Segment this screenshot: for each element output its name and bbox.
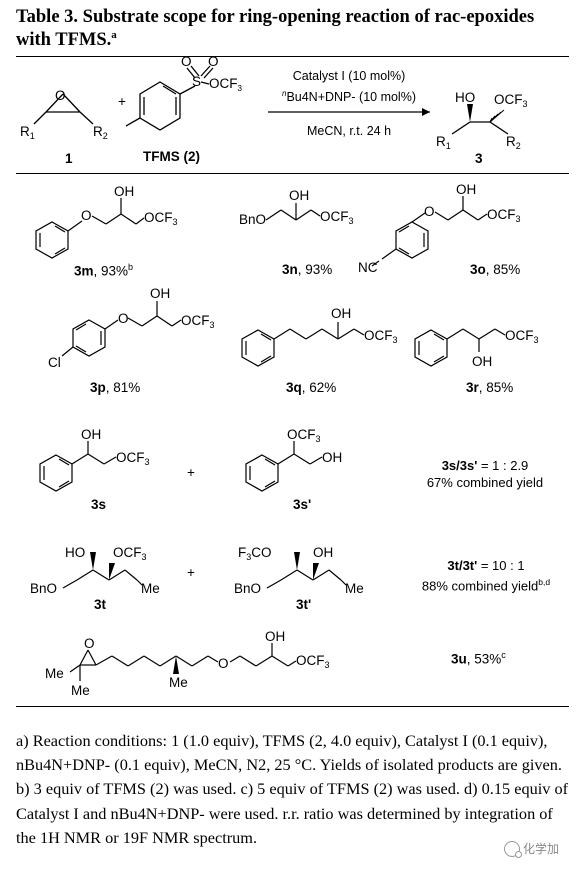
svg-text:F3CO: F3CO [238, 545, 272, 562]
svg-text:NC: NC [358, 260, 378, 275]
svg-text:OCF3: OCF3 [113, 545, 147, 562]
svg-text:BnO: BnO [239, 212, 266, 227]
ratio-3s: 3s/3s' = 1 : 2.9 67% combined yield [426, 458, 544, 490]
svg-text:OCF3: OCF3 [494, 92, 528, 109]
bottom-rule [16, 706, 569, 707]
svg-text:OCF3: OCF3 [181, 313, 215, 330]
entry-3s-prime: 3s' [293, 497, 312, 512]
top-rule [16, 56, 569, 57]
svg-text:OCF3: OCF3 [364, 328, 398, 345]
entry-3p: 3p, 81% [90, 380, 141, 395]
svg-text:OH: OH [265, 629, 285, 644]
svg-text:O: O [118, 311, 129, 326]
svg-text:S: S [192, 74, 201, 89]
table-footnotes: a) Reaction conditions: 1 (1.0 equiv), T… [16, 729, 576, 850]
footnote-a: a) Reaction conditions: 1 (1.0 equiv), T… [16, 731, 562, 775]
svg-text:+: + [187, 565, 195, 580]
svg-text:O: O [84, 636, 95, 651]
entry-3q: 3q, 62% [286, 380, 337, 395]
footnote-d: d) 0.15 equiv of Catalyst I and nBu4N+DN… [16, 779, 569, 847]
svg-text:Me: Me [345, 581, 364, 596]
svg-text:Cl: Cl [48, 355, 61, 370]
entry-3t-prime: 3t' [296, 597, 312, 612]
svg-text:OCF3: OCF3 [116, 450, 150, 467]
svg-text:OH: OH [313, 545, 333, 560]
svg-text:BnO: BnO [30, 581, 57, 596]
svg-text:HO: HO [65, 545, 85, 560]
svg-text:OH: OH [472, 354, 492, 369]
entry-3t: 3t [94, 597, 107, 612]
tfms-label: TFMS (2) [143, 149, 200, 164]
svg-text:O: O [55, 88, 66, 103]
svg-text:BnO: BnO [234, 581, 261, 596]
svg-text:OCF3: OCF3 [505, 328, 539, 345]
svg-text:OCF3: OCF3 [144, 210, 178, 227]
svg-text:OH: OH [81, 427, 101, 442]
svg-text:OH: OH [289, 188, 309, 203]
entry-3n: 3n, 93% [282, 262, 333, 277]
entry-3r: 3r, 85% [466, 380, 514, 395]
svg-text:OCF3: OCF3 [487, 207, 521, 224]
svg-text:HO: HO [455, 90, 475, 105]
ratio-3t: 3t/3t' = 10 : 1 88% combined yieldb,d [421, 558, 551, 594]
svg-text:O: O [424, 204, 435, 219]
entry-3u: 3u, 53%c [451, 650, 506, 667]
svg-text:OCF3: OCF3 [209, 76, 243, 93]
watermark: 化学加 [504, 840, 559, 858]
svg-text:Me: Me [141, 581, 160, 596]
footnote-b: b) 3 equiv of TFMS (2) was used. [16, 779, 237, 799]
svg-text:Me: Me [169, 675, 188, 690]
svg-text:OH: OH [150, 286, 170, 301]
svg-text:O: O [208, 54, 219, 69]
svg-text:Me: Me [45, 666, 64, 681]
svg-text:O: O [181, 54, 192, 69]
svg-text:OH: OH [322, 450, 342, 465]
footnote-c: c) 5 equiv of TFMS (2) was used. [240, 779, 460, 799]
header-rule [16, 173, 569, 174]
conditions-line3: MeCN, r.t. 24 h [306, 124, 392, 138]
svg-text:OCF3: OCF3 [287, 427, 321, 444]
svg-text:OCF3: OCF3 [296, 653, 330, 670]
svg-text:O: O [81, 208, 92, 223]
product-label: 3 [475, 151, 483, 166]
entry-3s: 3s [91, 497, 107, 512]
svg-text:OH: OH [456, 182, 476, 197]
entry-3m: 3m, 93%b [74, 262, 134, 279]
entry-3o: 3o, 85% [470, 262, 521, 277]
svg-text:Me: Me [71, 683, 90, 698]
epoxide-label: 1 [65, 151, 73, 166]
conditions-line1: Catalyst I (10 mol%) [292, 69, 406, 83]
svg-text:OH: OH [114, 184, 134, 199]
svg-text:O: O [218, 656, 229, 671]
svg-text:OCF3: OCF3 [320, 209, 354, 226]
conditions-line2: nBu4N+DNP- (10 mol%) [281, 89, 416, 105]
svg-text:+: + [118, 94, 126, 109]
svg-text:OH: OH [331, 306, 351, 321]
svg-text:+: + [187, 465, 195, 480]
chat-bubble-icon [504, 840, 522, 858]
table-title: Table 3. Substrate scope for ring-openin… [16, 7, 535, 50]
